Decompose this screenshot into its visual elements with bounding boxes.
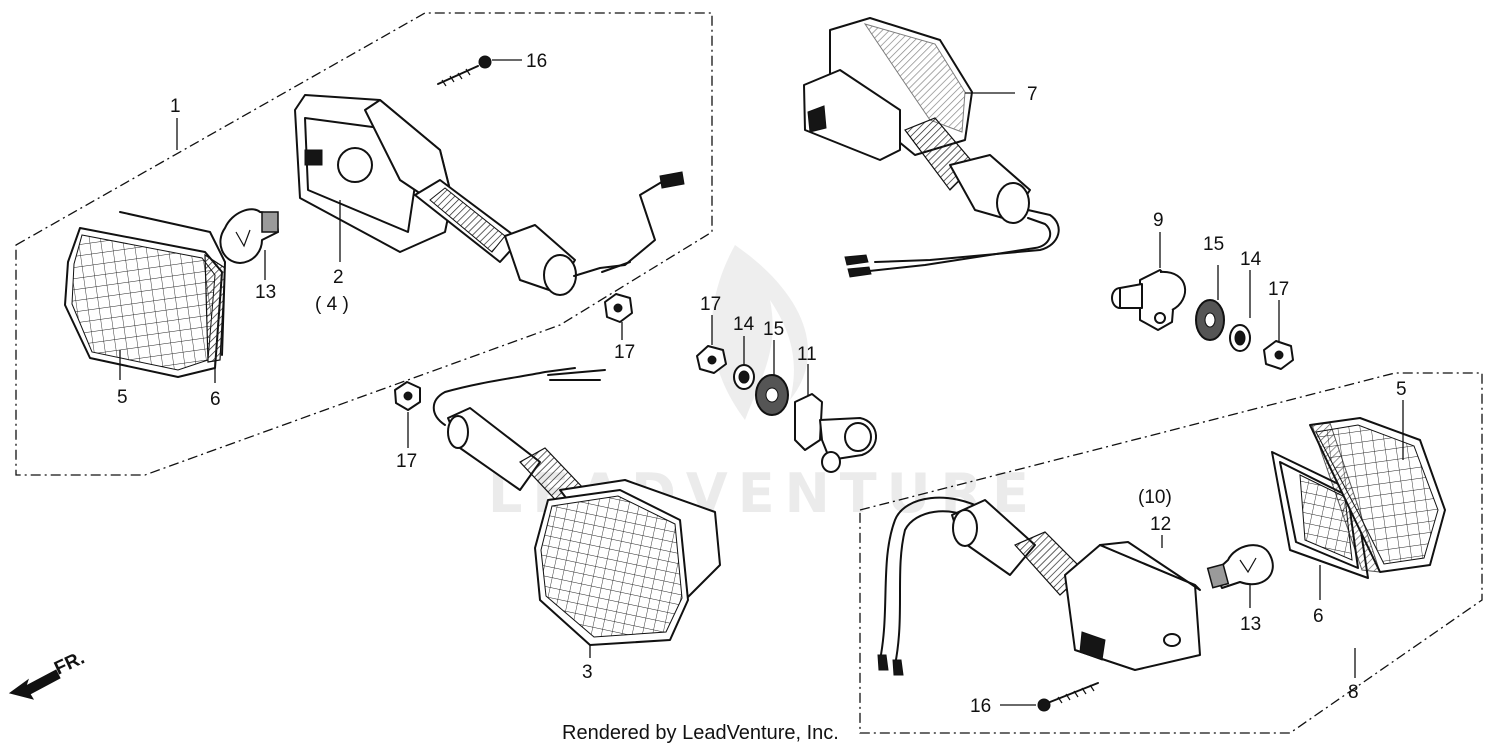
bracket-11 (794, 393, 877, 473)
gasket-right (1271, 451, 1369, 579)
screw-top (437, 55, 492, 87)
label-part-13-right: 13 (1240, 614, 1261, 635)
label-part-15-center: 15 (763, 319, 784, 340)
lens-right (1309, 417, 1446, 573)
front-direction-arrow: FR. (8, 648, 88, 700)
lens-left (64, 211, 226, 378)
label-part-11: 11 (797, 344, 817, 365)
label-part-8: 8 (1348, 682, 1359, 703)
label-part-5-right: 5 (1396, 379, 1407, 400)
screw-bottom (1037, 682, 1099, 712)
label-part-6-right: 6 (1313, 606, 1324, 627)
right-hardware (1111, 269, 1294, 370)
label-part-16-top: 16 (526, 51, 547, 72)
label-part-3: 3 (582, 662, 593, 683)
bulb-left (219, 208, 279, 264)
bulb-right (1206, 544, 1274, 589)
credit-line: Rendered by LeadVenture, Inc. (562, 722, 839, 744)
housing-left (294, 94, 685, 296)
label-part-7: 7 (1027, 84, 1038, 105)
label-part-15-right: 15 (1203, 234, 1224, 255)
label-part-17-center: 17 (700, 294, 721, 315)
label-part-6-left: 6 (210, 389, 221, 410)
label-part-13-left: 13 (255, 282, 276, 303)
group-outline-1 (15, 12, 713, 476)
assembly-front-right-turn-signal (803, 17, 1060, 278)
label-part-2: 2 (333, 267, 344, 288)
label-part-14-center: 14 (733, 314, 755, 335)
label-part-16-bottom: 16 (970, 696, 991, 717)
label-part-17-left-assembly: 17 (614, 342, 635, 363)
assembly-rear-right-turn-signal (859, 372, 1483, 734)
label-part-9: 9 (1153, 210, 1164, 231)
group-outline-8 (859, 372, 1483, 734)
label-part-4-alt: ( 4 ) (315, 294, 349, 315)
assembly-rear-left-turn-signal (394, 367, 721, 646)
label-part-1: 1 (170, 96, 181, 117)
center-hardware (696, 345, 877, 473)
label-part-17-lower: 17 (396, 451, 417, 472)
label-part-5-left: 5 (117, 387, 128, 408)
bracket-9 (1111, 269, 1187, 331)
assembly-front-left-turn-signal (15, 12, 713, 476)
label-part-14-right: 14 (1240, 249, 1262, 270)
nut-left-assembly (604, 293, 633, 323)
part-labels: 1 2 ( 4 ) 5 6 13 16 17 17 3 7 9 15 14 17… (117, 51, 1407, 717)
label-part-12: 12 (1150, 514, 1171, 535)
label-part-17-right: 17 (1268, 279, 1289, 300)
label-part-10-alt: (10) (1138, 487, 1172, 508)
leader-lines (119, 59, 1404, 706)
